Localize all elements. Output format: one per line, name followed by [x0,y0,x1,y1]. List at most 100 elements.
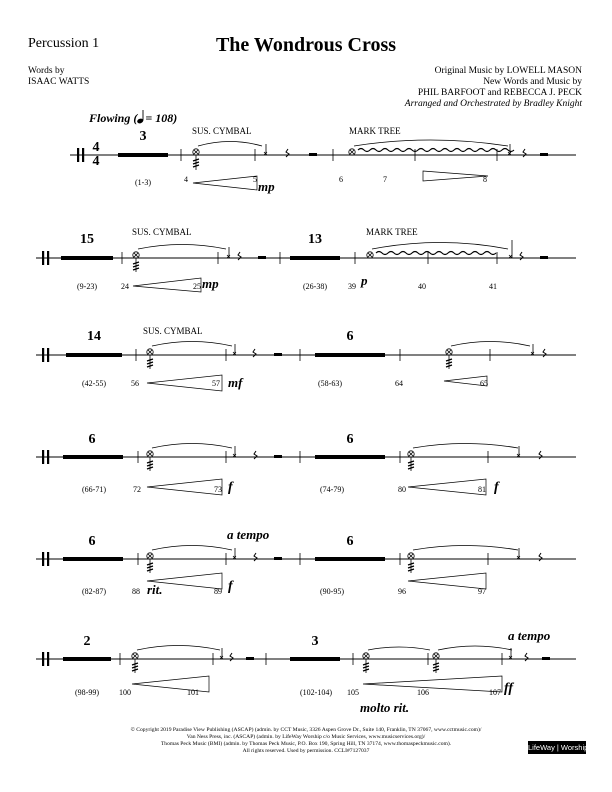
copyright-line: Van Ness Press, inc. (ASCAP) (admin. by … [186,734,426,740]
staff-system-4: 6 (66-71) 72 73 f 6 (74-79) 80 81 f [36,432,576,496]
rit-marking: rit. [147,582,163,597]
percussion-clef-icon [47,348,50,362]
x-notehead-icon [349,149,355,155]
measure-range: (102-104) [300,688,332,697]
quarter-rest-icon [524,652,529,662]
measure-range: (58-63) [318,379,342,388]
words-label: Words by [28,66,65,76]
crescendo-hairpin [192,175,258,191]
measure-number: 97 [478,587,486,596]
tremolo-icon [407,562,415,572]
multirest-bar [63,657,111,661]
multirest-count: 6 [89,534,96,549]
tremolo-icon [192,158,200,168]
instrument-label: SUS. CYMBAL [143,326,203,336]
quarter-rest-icon [237,251,242,261]
whole-rest-icon [309,153,317,156]
x-notehead-icon [516,555,521,560]
percussion-clef-icon [47,251,50,265]
tie-icon [137,244,227,250]
trill-line-icon [357,147,515,153]
measure-number: 41 [489,282,497,291]
measure-number: 5 [253,175,257,184]
measure-range: (82-87) [82,587,106,596]
credit-line: PHIL BARFOOT and REBECCA J. PECK [417,88,582,98]
dynamic-mf: mf [228,375,244,390]
x-notehead-icon [219,655,224,660]
tie-icon [412,443,519,449]
staff-system-5: 6 (82-87) 88 rit. 89 a tempo f 6 (90-95)… [36,527,576,597]
crescendo-hairpin [407,572,487,590]
whole-rest-icon [542,657,550,660]
whole-rest-icon [246,657,254,660]
x-notehead-icon [508,254,513,259]
molto-rit-marking: molto rit. [360,700,409,715]
tie-icon [450,341,531,347]
multirest-bar [63,557,123,561]
quarter-rest-icon [253,450,258,460]
measure-number: 89 [214,587,222,596]
x-notehead-icon [147,451,153,457]
x-notehead-icon [132,653,138,659]
dynamic-mp: mp [258,179,275,194]
decrescendo-hairpin [422,170,489,182]
copyright-line: All rights reserved. Used by permission.… [242,748,370,754]
tremolo-icon [131,662,139,672]
words-author: ISAAC WATTS [28,77,90,87]
percussion-clef-icon [77,148,80,162]
tempo-bpm: = 108) [145,111,178,125]
multirest-bar [61,256,113,260]
tremolo-icon [132,261,140,271]
measure-range: (26-38) [303,282,327,291]
crescendo-hairpin [132,277,202,293]
measure-number: 57 [212,379,220,388]
measure-number: 81 [478,485,486,494]
instrument-label: MARK TREE [366,227,418,237]
quarter-rest-icon [522,148,527,158]
copyright-line: Thomas Peck Music (BMI) (admin. by Thoma… [160,741,452,747]
copyright-line: © Copyright 2019 Paradise View Publishin… [130,727,482,733]
x-notehead-icon [226,254,231,259]
x-notehead-icon [147,349,153,355]
multirest-bar [63,455,123,459]
multirest-bar [290,256,340,260]
tie-icon [151,545,233,551]
quarter-rest-icon [542,348,547,358]
dynamic-mp: mp [202,276,219,291]
tie-icon [151,443,233,449]
measure-range: (98-99) [75,688,99,697]
tremolo-icon [146,562,154,572]
percussion-clef-icon [42,450,45,464]
multirest-count: 2 [84,634,91,649]
multirest-count: 14 [87,329,101,344]
measure-number: 4 [184,175,188,184]
tie-icon [151,341,233,347]
x-notehead-icon [508,655,513,660]
tie-icon [367,646,431,651]
credit-line: Original Music by LOWELL MASON [434,66,582,76]
measure-range: (42-55) [82,379,106,388]
measure-range: (66-71) [82,485,106,494]
measure-number: 40 [418,282,426,291]
measure-number: 73 [214,485,222,494]
measure-number: 72 [133,485,141,494]
measure-number: 65 [480,379,488,388]
trill-line-icon [375,250,497,256]
instrument-label: MARK TREE [349,126,401,136]
tie-icon [136,645,221,651]
dynamic-p: p [360,273,368,288]
measure-range: (9-23) [77,282,97,291]
tie-icon [353,139,509,147]
percussion-clef-icon [47,652,50,666]
tie-icon [412,545,519,551]
measure-number: 6 [339,175,343,184]
crescendo-hairpin [131,675,210,693]
measure-number: 88 [132,587,140,596]
x-notehead-icon [366,251,374,259]
quarter-rest-icon [538,552,543,562]
multirest-count: 3 [312,634,319,649]
whole-rest-icon [274,353,282,356]
percussion-clef-icon [42,251,45,265]
x-notehead-icon [363,653,369,659]
tremolo-icon [146,358,154,368]
